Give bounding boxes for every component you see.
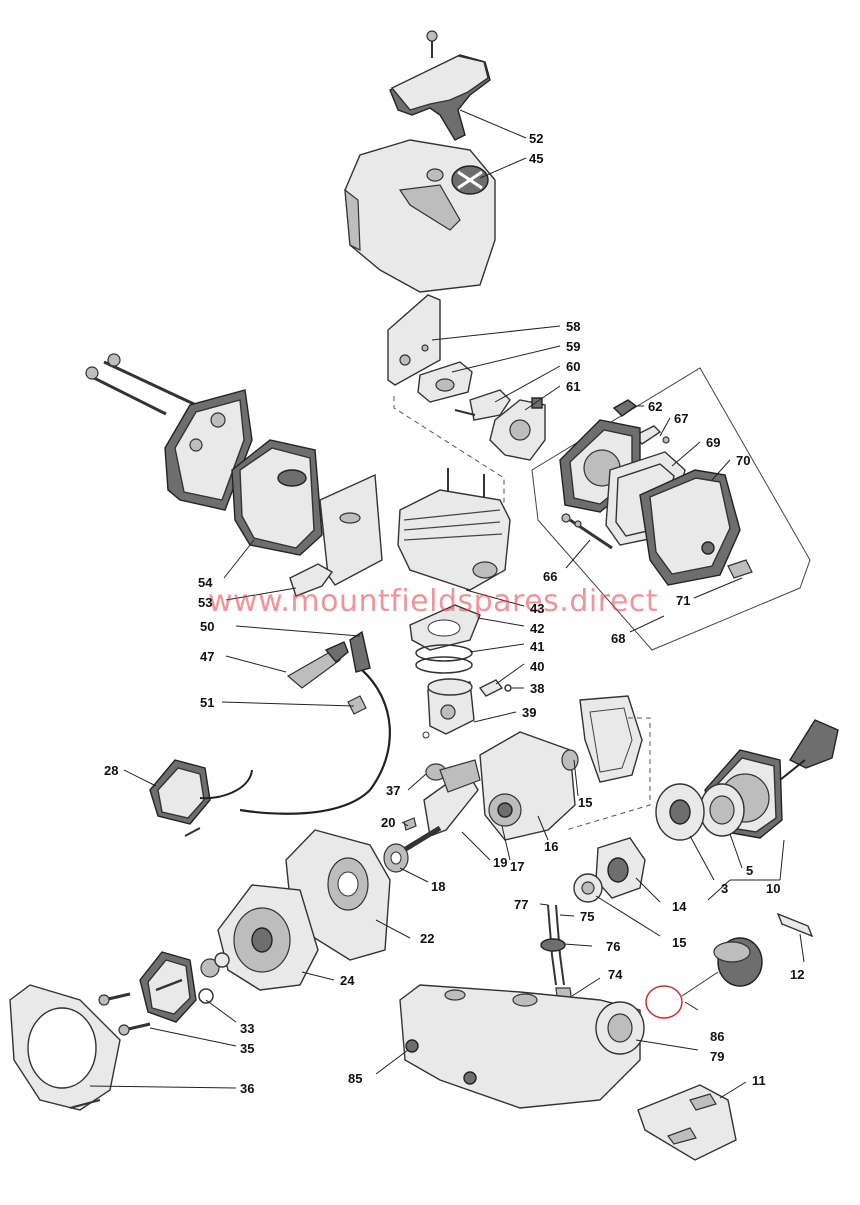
muffler-part	[231, 439, 323, 556]
callout-74: 74	[608, 967, 623, 982]
callout-53: 53	[198, 595, 213, 610]
callout-39: 39	[522, 705, 537, 720]
callout-14: 14	[672, 899, 687, 914]
callout-61: 61	[566, 379, 581, 394]
callout-85: 85	[348, 1071, 363, 1086]
callout-24: 24	[340, 973, 355, 988]
callout-50: 50	[200, 619, 215, 634]
crankcase-part	[479, 731, 576, 841]
carburetor-part	[454, 397, 546, 461]
watermark-text: www.mountfieldspares.direct	[208, 584, 659, 619]
callout-35: 35	[240, 1041, 255, 1056]
callout-5: 5	[746, 863, 754, 878]
callout-75: 75	[580, 909, 595, 924]
callout-86: 86	[710, 1029, 725, 1044]
callout-52: 52	[529, 131, 544, 146]
callout-10: 10	[766, 881, 781, 896]
callout-42: 42	[530, 621, 545, 636]
callout-12: 12	[790, 967, 805, 982]
callout-66: 66	[543, 569, 558, 584]
muffler-bolts-part	[85, 353, 197, 416]
callout-59: 59	[566, 339, 581, 354]
air-filter-cover-part	[639, 469, 741, 586]
clutch-part	[139, 951, 197, 1023]
callout-71: 71	[676, 593, 691, 608]
callout-43: 43	[530, 601, 545, 616]
fuel-lines-part	[540, 904, 573, 1007]
callout-19: 19	[493, 855, 508, 870]
callout-40: 40	[530, 659, 545, 674]
callout-20: 20	[381, 815, 396, 830]
callout-11: 11	[752, 1073, 766, 1088]
crankcase-cover-part	[285, 829, 391, 961]
cylinder-part	[397, 468, 511, 591]
spark-plug-cap-part	[239, 630, 391, 815]
callout-17: 17	[510, 859, 525, 874]
callout-51: 51	[200, 695, 215, 710]
clutch-cover-part	[9, 984, 121, 1111]
piston-rings-part	[415, 644, 473, 662]
callout-79: 79	[710, 1049, 725, 1064]
crankshaft-part	[402, 759, 481, 853]
callout-36: 36	[240, 1081, 255, 1096]
leader-lines	[89, 109, 805, 1099]
callout-37: 37	[386, 783, 401, 798]
callout-15-b: 15	[672, 935, 687, 950]
screw-part	[426, 30, 438, 58]
callout-68: 68	[611, 631, 626, 646]
callout-60: 60	[566, 359, 581, 374]
callout-33: 33	[240, 1021, 255, 1036]
callout-41: 41	[530, 639, 545, 654]
callout-16: 16	[544, 839, 559, 854]
callout-70: 70	[736, 453, 751, 468]
callout-28: 28	[104, 763, 119, 778]
callout-62: 62	[648, 399, 663, 414]
fuel-tank-part	[399, 984, 645, 1109]
callout-58: 58	[566, 319, 581, 334]
callout-76: 76	[606, 939, 621, 954]
callout-54: 54	[198, 575, 213, 590]
callout-3: 3	[721, 881, 729, 896]
spark-plug-part	[286, 641, 349, 689]
flywheel-part	[217, 884, 319, 991]
guard-plate-part	[637, 1084, 737, 1161]
fuel-cap-part	[645, 937, 763, 1019]
ignition-coil-part	[149, 759, 253, 837]
callout-77: 77	[514, 897, 529, 912]
callout-45: 45	[529, 151, 544, 166]
callout-69: 69	[706, 435, 721, 450]
callout-22: 22	[420, 931, 435, 946]
callout-38: 38	[530, 681, 545, 696]
callout-47: 47	[200, 649, 215, 664]
callout-15-a: 15	[578, 795, 593, 810]
engine-cover-part	[344, 139, 496, 293]
piston-part	[427, 678, 475, 735]
callout-67: 67	[674, 411, 689, 426]
callout-18: 18	[431, 879, 446, 894]
